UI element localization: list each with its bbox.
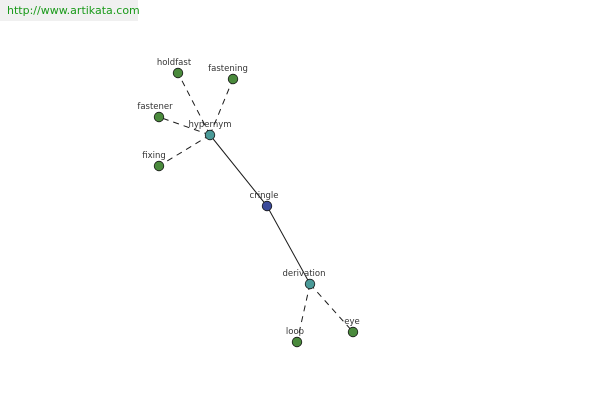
- node-marker-loop[interactable]: [291, 336, 303, 348]
- node-hypernym[interactable]: hypernym: [188, 120, 232, 141]
- edge-hypernym-fixing: [158, 134, 211, 167]
- node-fastening[interactable]: fastening: [208, 64, 248, 85]
- edge-cringle-hypernym: [209, 134, 268, 207]
- node-eye[interactable]: eye: [344, 317, 360, 338]
- node-label-derivation: derivation: [282, 269, 325, 279]
- node-label-hypernym: hypernym: [188, 120, 231, 130]
- node-label-fixing: fixing: [142, 151, 166, 161]
- node-label-eye: eye: [344, 317, 360, 327]
- edge-cringle-derivation: [266, 205, 311, 285]
- source-url-banner[interactable]: http://www.artikata.com: [0, 0, 140, 21]
- node-marker-cringle[interactable]: [261, 200, 273, 212]
- node-label-fastener: fastener: [137, 102, 173, 112]
- node-label-holdfast: holdfast: [157, 58, 192, 68]
- edge-derivation-loop: [296, 283, 311, 343]
- node-marker-fixing[interactable]: [153, 160, 165, 172]
- node-fastener[interactable]: fastener: [137, 102, 173, 123]
- node-label-cringle: cringle: [250, 191, 279, 201]
- nodes-layer: cringle hypernym derivation holdfast fasteni…: [137, 58, 360, 348]
- node-marker-eye[interactable]: [347, 326, 359, 338]
- node-derivation[interactable]: derivation: [282, 269, 326, 290]
- node-loop[interactable]: loop: [286, 327, 304, 348]
- node-holdfast[interactable]: holdfast: [157, 58, 192, 79]
- node-marker-hypernym[interactable]: [204, 129, 216, 141]
- edges-layer: [158, 72, 354, 343]
- node-marker-fastener[interactable]: [153, 111, 165, 123]
- node-label-loop: loop: [286, 327, 304, 337]
- node-marker-holdfast[interactable]: [172, 67, 184, 79]
- edge-hypernym-fastener: [158, 116, 211, 136]
- node-label-fastening: fastening: [208, 64, 248, 74]
- edge-hypernym-holdfast: [177, 72, 211, 136]
- node-marker-fastening[interactable]: [227, 73, 239, 85]
- node-marker-derivation[interactable]: [304, 278, 316, 290]
- node-cringle[interactable]: cringle: [250, 191, 279, 212]
- node-fixing[interactable]: fixing: [142, 151, 166, 172]
